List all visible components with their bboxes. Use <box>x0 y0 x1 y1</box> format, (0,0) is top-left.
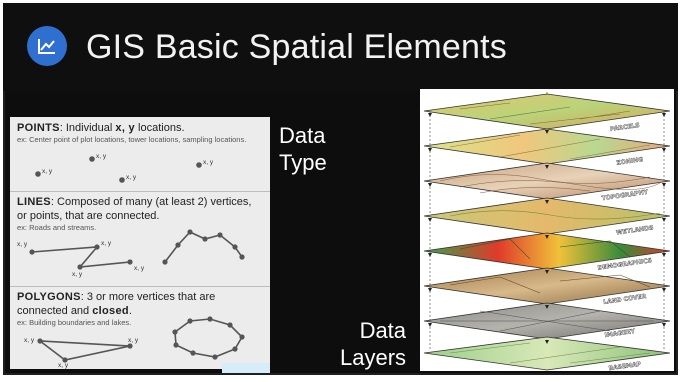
point-label: x, y <box>96 153 107 160</box>
point-label: x, y <box>101 240 112 247</box>
lines-title: LINES: Composed of many (at least 2) ver… <box>10 195 262 223</box>
point-label: x, y <box>128 337 139 344</box>
data-layers-label: Data Layers <box>340 317 406 371</box>
layer-stack-image: PARCELS ZONING TOPOGRAPHY WETLANDS DEMOG <box>420 89 674 371</box>
chart-line-icon <box>27 26 67 66</box>
layer-zoning: ZONING <box>423 128 671 167</box>
title-bar <box>3 3 678 91</box>
point-label: x, y <box>24 337 35 344</box>
point-label: x, y <box>126 174 137 181</box>
polygons-heading: POLYGONS <box>17 291 81 303</box>
polygons-title: POLYGONS: 3 or more vertices that are co… <box>10 290 267 318</box>
layer-label-imagery: IMAGERY <box>604 328 636 339</box>
polygons-section: POLYGONS: 3 or more vertices that are co… <box>10 290 270 327</box>
points-diagram <box>35 156 202 183</box>
layer-stack-svg: PARCELS ZONING TOPOGRAPHY WETLANDS DEMOG <box>423 92 671 371</box>
layer-label-zoning: ZONING <box>616 156 643 167</box>
lines-desc: : Composed of many (at least 2) vertices… <box>17 196 252 222</box>
polygons-diagram <box>37 316 245 363</box>
points-heading: POINTS <box>17 122 60 134</box>
point-label: x, y <box>72 271 83 278</box>
point-label: x, y <box>203 159 214 166</box>
page-title: GIS Basic Spatial Elements <box>86 28 507 66</box>
point-label: x, y <box>17 241 28 248</box>
point-marker <box>35 171 41 177</box>
points-desc-bold: x, y <box>115 122 135 134</box>
points-section: POINTS: Individual x, y locations. ex: C… <box>10 121 270 144</box>
lines-example: ex: Roads and streams. <box>17 223 97 232</box>
layer-basemap: BASEMAP <box>423 336 671 371</box>
points-desc-pre: : Individual <box>59 122 116 134</box>
data-types-panel: POINTS: Individual x, y locations. ex: C… <box>10 117 270 369</box>
layer-parcels: PARCELS <box>423 93 671 133</box>
polygons-desc-bold: closed <box>92 305 129 317</box>
point-marker <box>119 177 125 183</box>
points-desc-post: locations. <box>134 122 185 134</box>
layer-label-basemap: BASEMAP <box>608 361 642 371</box>
point-label: x, y <box>42 168 53 175</box>
data-layers-line-2: Layers <box>340 345 407 370</box>
points-example: ex: Center point of plot locations, towe… <box>17 135 247 144</box>
point-marker <box>196 162 202 168</box>
layer-label-parcels: PARCELS <box>610 122 640 133</box>
point-label: x, y <box>58 362 69 369</box>
lines-section: LINES: Composed of many (at least 2) ver… <box>10 195 270 232</box>
layer-label-topography: TOPOGRAPHY <box>601 189 649 203</box>
polygons-example: ex: Building boundaries and lakes. <box>17 318 132 327</box>
data-type-line-2: Type <box>279 150 327 175</box>
layer-imagery: IMAGERY <box>423 302 671 340</box>
divider <box>10 191 270 192</box>
polygons-desc-post: . <box>128 305 132 317</box>
point-label: x, y <box>134 265 145 272</box>
point-marker <box>89 156 95 162</box>
data-type-line-1: Data <box>279 123 326 148</box>
points-title: POINTS: Individual x, y locations. <box>10 121 270 135</box>
lines-heading: LINES <box>17 196 51 208</box>
polygons-desc-pre: : 3 or more vertices that are connected … <box>17 291 216 317</box>
divider <box>10 286 270 287</box>
panel-corner-patch <box>222 363 270 373</box>
data-type-label: Data Type <box>279 122 327 176</box>
layer-label-wetlands: WETLANDS <box>616 224 654 236</box>
data-layers-line-1: Data <box>359 318 407 343</box>
lines-diagram <box>29 229 245 270</box>
